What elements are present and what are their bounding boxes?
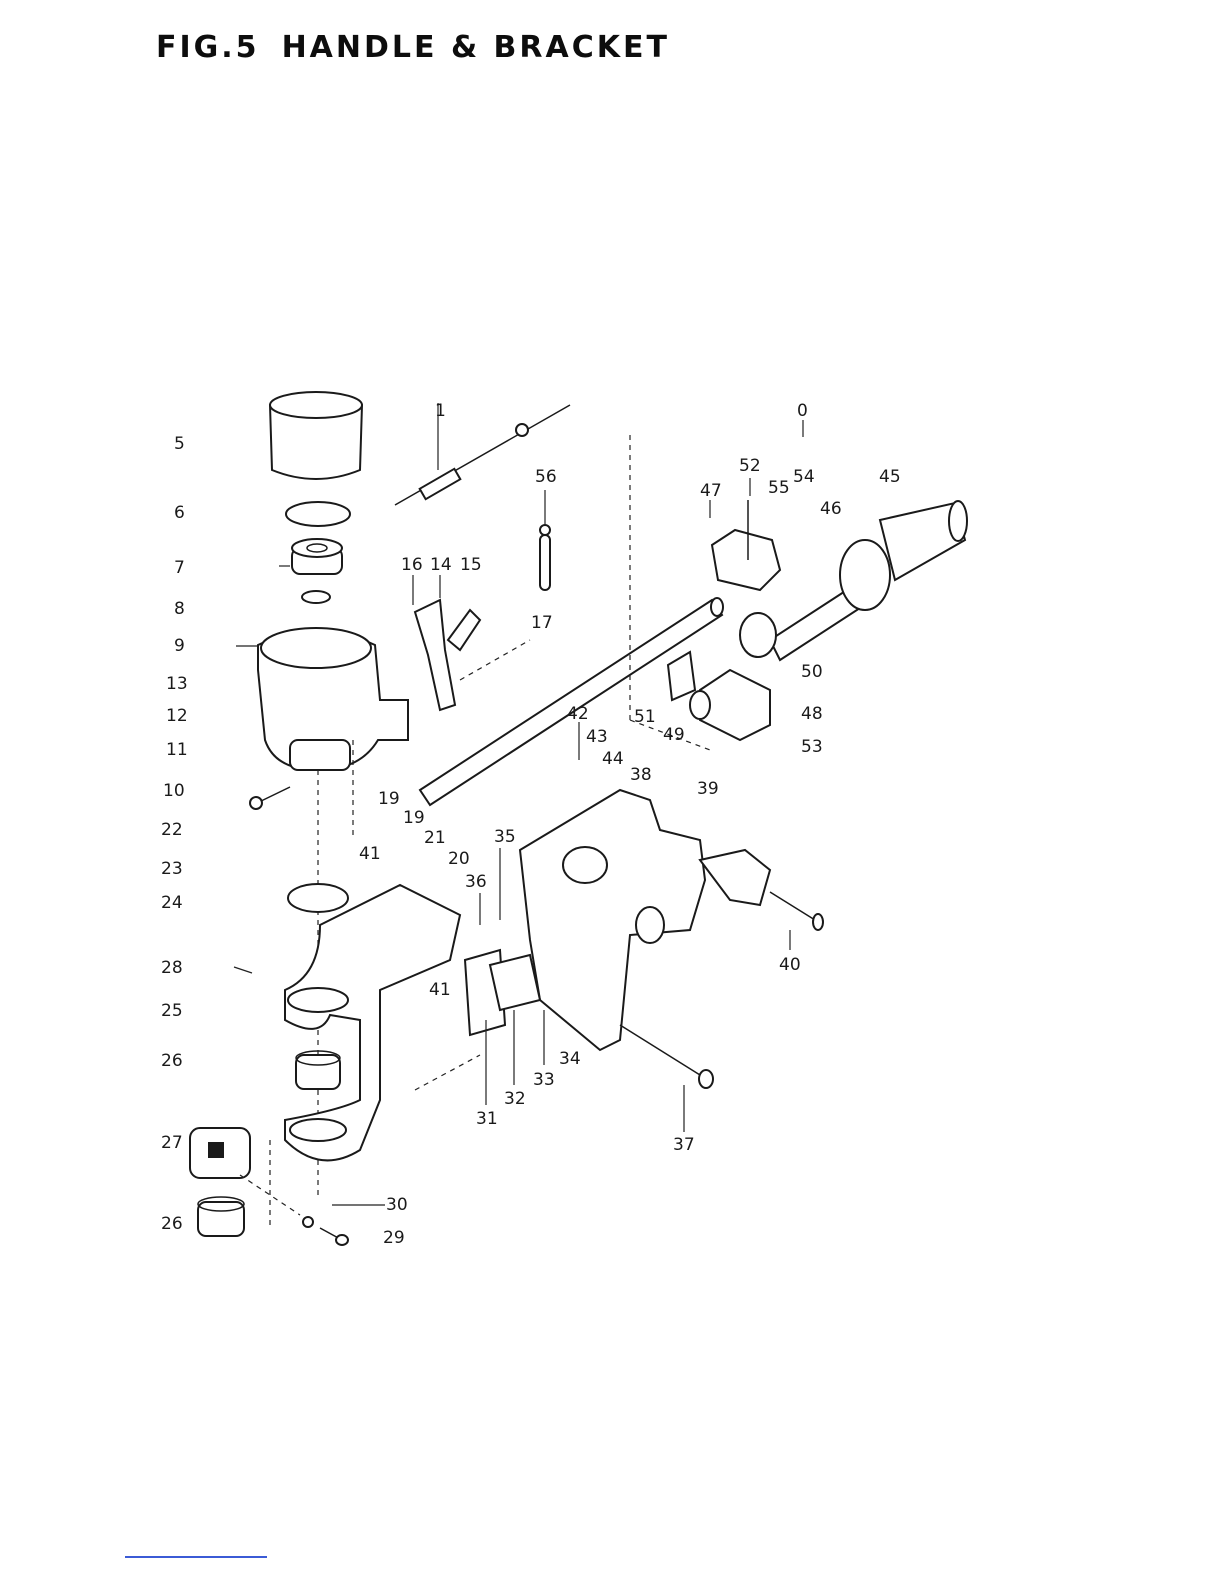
- callout-22: 22: [161, 820, 183, 840]
- callout-5: 5: [174, 434, 185, 454]
- part-bearing-7: [292, 539, 342, 574]
- callout-11: 11: [166, 740, 188, 760]
- callout-51: 51: [634, 707, 656, 727]
- part-bushing-26-upper: [296, 1051, 340, 1089]
- callout-21: 21: [424, 828, 446, 848]
- callout-54: 54: [793, 467, 815, 487]
- part-ring-8: [302, 591, 330, 603]
- callout-0: 0: [797, 401, 808, 421]
- part-bracket-25: [285, 885, 460, 1160]
- callout-52: 52: [739, 456, 761, 476]
- part-shaft-37: [620, 1025, 713, 1088]
- callout-17: 17: [531, 613, 553, 633]
- part-ring-24: [288, 884, 348, 912]
- callout-20: 20: [448, 849, 470, 869]
- callout-39: 39: [697, 779, 719, 799]
- callout-47: 47: [700, 481, 722, 501]
- callout-28: 28: [161, 958, 183, 978]
- part-plate-49: [668, 652, 695, 700]
- part-knob-15: [448, 610, 480, 650]
- callout-36: 36: [465, 872, 487, 892]
- callout-26-b: 26: [161, 1214, 183, 1234]
- callout-1: 1: [435, 401, 446, 421]
- callout-labels: 0 1 5 6 7 8 9 10 11 12 13 14 15 16 17 19…: [161, 401, 901, 1248]
- callout-30: 30: [386, 1195, 408, 1215]
- callout-19-b: 19: [403, 808, 425, 828]
- part-bracket-48: [690, 670, 770, 740]
- callout-41-b: 41: [429, 980, 451, 1000]
- part-throttle-cable-1: [395, 405, 570, 505]
- part-collar-27: [190, 1128, 250, 1178]
- callout-42: 42: [567, 704, 589, 724]
- callout-44: 44: [602, 749, 624, 769]
- part-snap-ring-6: [286, 502, 350, 526]
- part-pin-56: [540, 525, 550, 590]
- callout-49: 49: [663, 725, 685, 745]
- part-cover-47: [712, 530, 780, 590]
- callout-9: 9: [174, 636, 185, 656]
- part-cap: [270, 392, 362, 479]
- callout-26-a: 26: [161, 1051, 183, 1071]
- callout-43: 43: [586, 727, 608, 747]
- callout-29: 29: [383, 1228, 405, 1248]
- callout-27: 27: [161, 1133, 183, 1153]
- callout-32: 32: [504, 1089, 526, 1109]
- callout-55: 55: [768, 478, 790, 498]
- callout-45: 45: [879, 467, 901, 487]
- part-handle-grip-45: [740, 501, 967, 660]
- part-housing-9: [258, 628, 408, 770]
- part-bushing-26-lower: [198, 1197, 244, 1236]
- callout-53: 53: [801, 737, 823, 757]
- part-link-32: [490, 955, 540, 1010]
- part-lever-14: [415, 600, 455, 710]
- callout-8: 8: [174, 599, 185, 619]
- footer-rule: [125, 1556, 267, 1558]
- callout-41-a: 41: [359, 844, 381, 864]
- callout-24: 24: [161, 893, 183, 913]
- part-bolt-29: [303, 1217, 348, 1245]
- callout-19-a: 19: [378, 789, 400, 809]
- callout-7: 7: [174, 558, 185, 578]
- callout-10: 10: [163, 781, 185, 801]
- callout-38: 38: [630, 765, 652, 785]
- callout-14: 14: [430, 555, 452, 575]
- callout-34: 34: [559, 1049, 581, 1069]
- callout-33: 33: [533, 1070, 555, 1090]
- callout-6: 6: [174, 503, 185, 523]
- callout-12: 12: [166, 706, 188, 726]
- callout-37: 37: [673, 1135, 695, 1155]
- part-swivel-bracket-38: [520, 790, 705, 1050]
- callout-50: 50: [801, 662, 823, 682]
- part-bolt-10: [250, 787, 290, 809]
- callout-40: 40: [779, 955, 801, 975]
- callout-31: 31: [476, 1109, 498, 1129]
- callout-13: 13: [166, 674, 188, 694]
- callout-48: 48: [801, 704, 823, 724]
- callout-46: 46: [820, 499, 842, 519]
- callout-15: 15: [460, 555, 482, 575]
- part-pin-40: [770, 892, 823, 930]
- callout-23: 23: [161, 859, 183, 879]
- callout-25: 25: [161, 1001, 183, 1021]
- callout-35: 35: [494, 827, 516, 847]
- callout-16: 16: [401, 555, 423, 575]
- callout-56: 56: [535, 467, 557, 487]
